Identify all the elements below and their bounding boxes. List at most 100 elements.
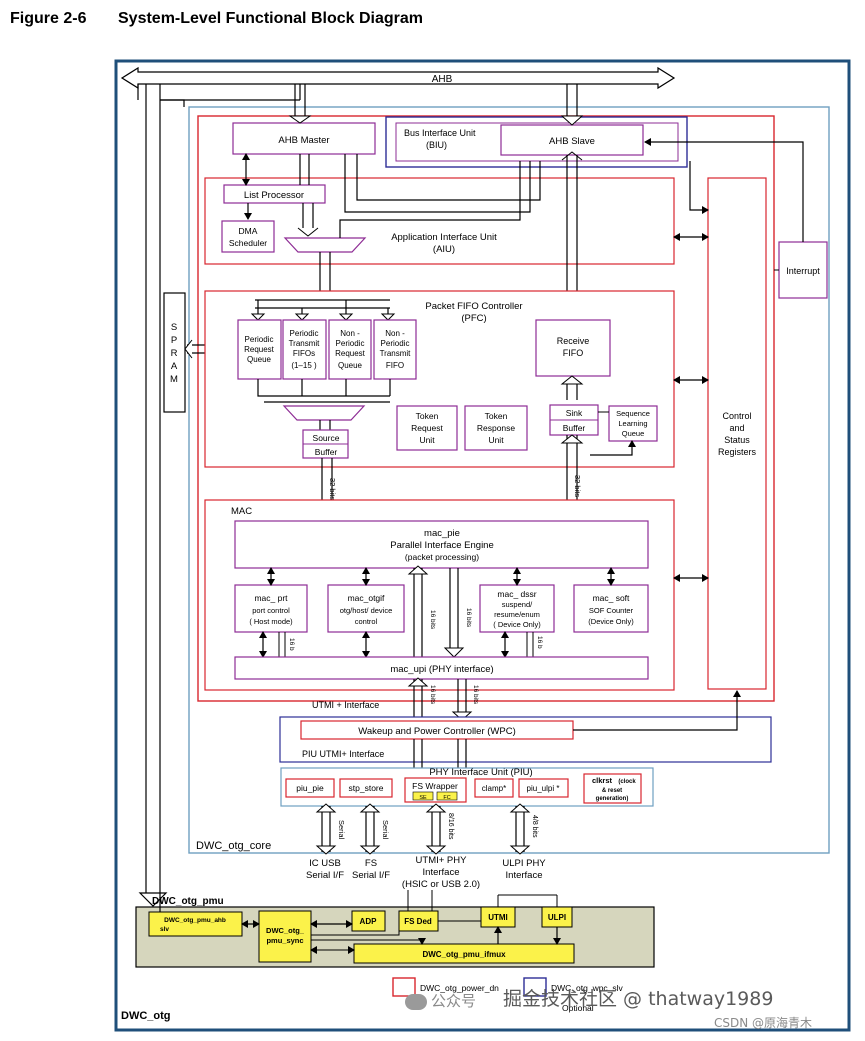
nprq-line-4: Queue <box>338 361 363 370</box>
dwc-otg-core-boundary <box>188 106 830 854</box>
ahb-label: AHB <box>432 74 453 85</box>
nprq-line-3: Request <box>335 349 366 358</box>
biu-label-2: (BIU) <box>426 140 447 150</box>
wechat-watermark: 公众号 <box>405 990 476 1011</box>
spram-letter-p: P <box>171 335 177 346</box>
nprq-line-1: Non - <box>340 329 360 338</box>
ulpi-phy-label-2: Interface <box>506 870 543 881</box>
ahb-slave-label: AHB Slave <box>549 136 595 147</box>
dma-label-2: Scheduler <box>229 238 267 248</box>
nptf-line-1: Non - <box>385 329 405 338</box>
nprq-line-2: Periodic <box>336 339 365 348</box>
aiu-label-2: (AIU) <box>433 244 455 255</box>
source-buffer-label: Source <box>313 433 340 443</box>
ptf-line-3: FIFOs <box>293 349 315 358</box>
prq-line-2: Request <box>244 345 275 354</box>
non-periodic-transmit-fifo: Non - Periodic Transmit FIFO <box>373 319 417 380</box>
stp-store-label: stp_store <box>349 783 384 793</box>
pfc-label: Packet FIFO Controller <box>425 301 522 312</box>
pmu-utmi-label: UTMI <box>488 913 508 922</box>
spram-letter-m: M <box>170 374 178 385</box>
mac-prt-line-1: mac_ prt <box>254 593 288 603</box>
spram-block <box>163 292 186 413</box>
mac-otgif-line-3: control <box>355 617 378 626</box>
mac-soft-line-2: SOF Counter <box>589 606 634 615</box>
legend-red-label: DWC_otg_power_dn <box>420 983 499 993</box>
csdn-label: CSDN @原海青木 <box>714 1016 813 1030</box>
clamp-block <box>474 778 514 798</box>
wpc-label: Wakeup and Power Controller (WPC) <box>358 726 516 737</box>
pfc-mux <box>282 405 366 421</box>
clkrst-block <box>583 773 642 804</box>
mac-soft-line-1: mac_ soft <box>593 593 630 603</box>
fs-serial-label-2: Serial I/F <box>352 870 390 881</box>
clkrst-label-1b: (clock <box>618 779 636 785</box>
aiu-block <box>204 177 675 265</box>
mac-soft-block: mac_ soft SOF Counter (Device Only) <box>573 584 649 633</box>
token-resp-line-1: Token <box>485 411 508 421</box>
fs-serial-label: FS <box>365 858 377 869</box>
mac-upi-label: mac_upi (PHY interface) <box>390 664 493 675</box>
interrupt-label: Interrupt <box>786 266 820 276</box>
ptf-line-4: (1–15 ) <box>291 361 317 370</box>
juejin-watermark: 掘金技术社区 @ thatway1989 <box>503 984 773 1011</box>
fs-ded-label: FS Ded <box>404 917 432 926</box>
juejin-label: 掘金技术社区 @ thatway1989 <box>503 988 774 1010</box>
list-processor-label: List Processor <box>244 190 304 201</box>
nptf-line-4: FIFO <box>386 361 404 370</box>
mac-otgif-line-1: mac_otgif <box>348 593 385 603</box>
ptf-line-1: Periodic <box>290 329 319 338</box>
sink-buffer-label: Sink <box>566 408 583 418</box>
pmu-ahb-slv-block <box>148 911 243 937</box>
mac-pie-label-2: Parallel Interface Engine <box>390 540 494 551</box>
token-resp-line-2: Response <box>477 423 516 433</box>
legend-blue-label: DWC_otg_wpc_slv <box>551 983 624 993</box>
core-label: DWC_otg_core <box>196 840 271 852</box>
token-response-unit <box>464 405 528 451</box>
periodic-transmit-fifos: Periodic Transmit FIFOs (1–15 ) <box>282 319 327 380</box>
serial-label-1: Serial <box>337 820 346 840</box>
bits-16-dssr: 16 b <box>536 636 543 649</box>
utmi-interface-label: UTMI + Interface <box>312 700 379 710</box>
pmu-ahb-label-2: slv <box>160 926 169 933</box>
legend-red-swatch <box>392 977 416 997</box>
mac-prt-line-3: ( Host mode) <box>249 617 293 626</box>
fs-wrapper-label: FS Wrapper <box>412 781 458 791</box>
mac-dssr-line-4: ( Device Only) <box>493 620 541 629</box>
utmi-phy-label-3: (HSIC or USB 2.0) <box>402 879 480 890</box>
pmu-sync-label-2: pmu_sync <box>266 936 303 945</box>
csr-label-1: Control <box>722 411 751 421</box>
piu-ulpi-block <box>518 778 569 798</box>
non-periodic-request-queue: Non - Periodic Request Queue <box>328 319 372 380</box>
ahb-master-label: AHB Master <box>278 135 329 146</box>
bits-4-8-label: 4/8 bits <box>531 815 538 838</box>
stp-store-block <box>339 778 393 798</box>
piu-pie-block <box>285 778 335 798</box>
clkrst-label: clkrst <box>592 776 613 785</box>
mac-otgif-block: mac_otgif otg/host/ device control <box>327 584 405 633</box>
bits-16-utmi-up: 16 bits <box>429 685 436 705</box>
receive-fifo-block <box>535 319 611 377</box>
pmu-ulpi-label: ULPI <box>548 913 566 922</box>
pmu-ifmux-label: DWC_otg_pmu_ifmux <box>422 950 506 959</box>
nptf-line-3: Transmit <box>380 349 412 358</box>
prq-line-3: Queue <box>247 355 272 364</box>
token-req-line-3: Unit <box>419 435 435 445</box>
piu-utmi-interface-label: PIU UTMI+ Interface <box>302 749 384 759</box>
bits-16-prt: 16 b <box>288 638 295 651</box>
aiu-mux <box>283 237 367 253</box>
piu-ulpi-label: piu_ulpi * <box>527 784 560 793</box>
ulpi-phy-label: ULPI PHY <box>502 858 546 869</box>
nptf-line-2: Periodic <box>381 339 410 348</box>
piu-title: PHY Interface Unit (PIU) <box>429 767 532 778</box>
fc-block <box>436 791 458 801</box>
token-resp-line-3: Unit <box>488 435 504 445</box>
aiu-label: Application Interface Unit <box>391 232 497 243</box>
token-req-line-2: Request <box>411 423 443 433</box>
mac-dssr-line-2: suspend/ <box>502 600 533 609</box>
ptf-line-2: Transmit <box>289 339 321 348</box>
bits-32-left: 32 bits <box>328 478 337 500</box>
se-block <box>412 791 434 801</box>
